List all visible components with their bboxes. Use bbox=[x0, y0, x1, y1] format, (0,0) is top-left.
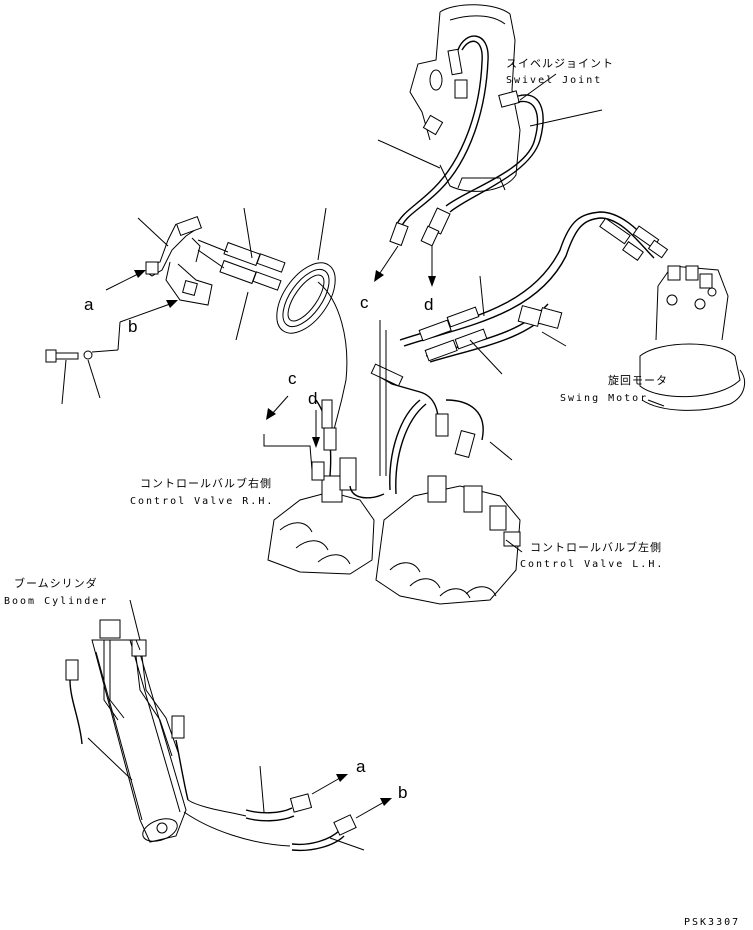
arrow-a-bottom bbox=[311, 774, 348, 795]
fitting-hoses-top bbox=[197, 239, 286, 291]
arrow-a-top bbox=[105, 270, 146, 291]
swivel-joint-drawing bbox=[409, 4, 521, 192]
bolt-and-washer bbox=[45, 349, 101, 405]
bracket-assembly bbox=[145, 215, 213, 306]
ref-c-top: c bbox=[360, 293, 369, 312]
ref-c-mid: c bbox=[288, 369, 297, 388]
control-valve-rh-label-jp: コントロールバルブ右側 bbox=[140, 477, 272, 490]
swing-motor-label-en: Swing Motor bbox=[560, 393, 649, 404]
arrow-b-top bbox=[91, 300, 178, 353]
ref-b-bottom: b bbox=[398, 783, 408, 802]
control-valve-rh-drawing bbox=[267, 457, 375, 575]
arrow-b-bottom bbox=[355, 798, 392, 819]
ref-b-top: b bbox=[128, 317, 138, 336]
swing-motor-drawing bbox=[639, 265, 746, 411]
arrow-c-top bbox=[374, 245, 399, 282]
control-valve-lh-drawing bbox=[375, 475, 521, 605]
ref-a-top: a bbox=[84, 295, 94, 314]
swivel-joint-label-en: Swivel Joint bbox=[506, 75, 603, 86]
ref-d-mid: d bbox=[308, 389, 318, 408]
control-valve-lh-label-en: Control Valve L.H. bbox=[520, 559, 665, 570]
drawing-code: PSK3307 bbox=[684, 917, 741, 928]
boom-cylinder-label-en: Boom Cylinder bbox=[4, 596, 109, 607]
arrow-d-top bbox=[428, 246, 436, 287]
boom-cylinder-hoses bbox=[65, 659, 357, 852]
boom-cylinder-label-jp: ブームシリンダ bbox=[14, 577, 98, 590]
swivel-hoses bbox=[389, 35, 544, 247]
control-valve-rh-label-en: Control Valve R.H. bbox=[130, 496, 275, 507]
valve-hoses bbox=[315, 320, 484, 499]
ref-d-top: d bbox=[424, 295, 434, 314]
clamp-ring bbox=[276, 262, 336, 334]
control-valve-lh-label-jp: コントロールバルブ左側 bbox=[530, 541, 662, 554]
swing-motor-hoses bbox=[399, 211, 669, 363]
swivel-joint-label-jp: スイベルジョイント bbox=[506, 57, 614, 70]
swing-motor-label-jp: 旋回モータ bbox=[608, 374, 668, 387]
arrow-c-mid bbox=[263, 395, 313, 471]
ref-a-bottom: a bbox=[356, 757, 366, 776]
arrow-d-mid bbox=[312, 410, 320, 448]
